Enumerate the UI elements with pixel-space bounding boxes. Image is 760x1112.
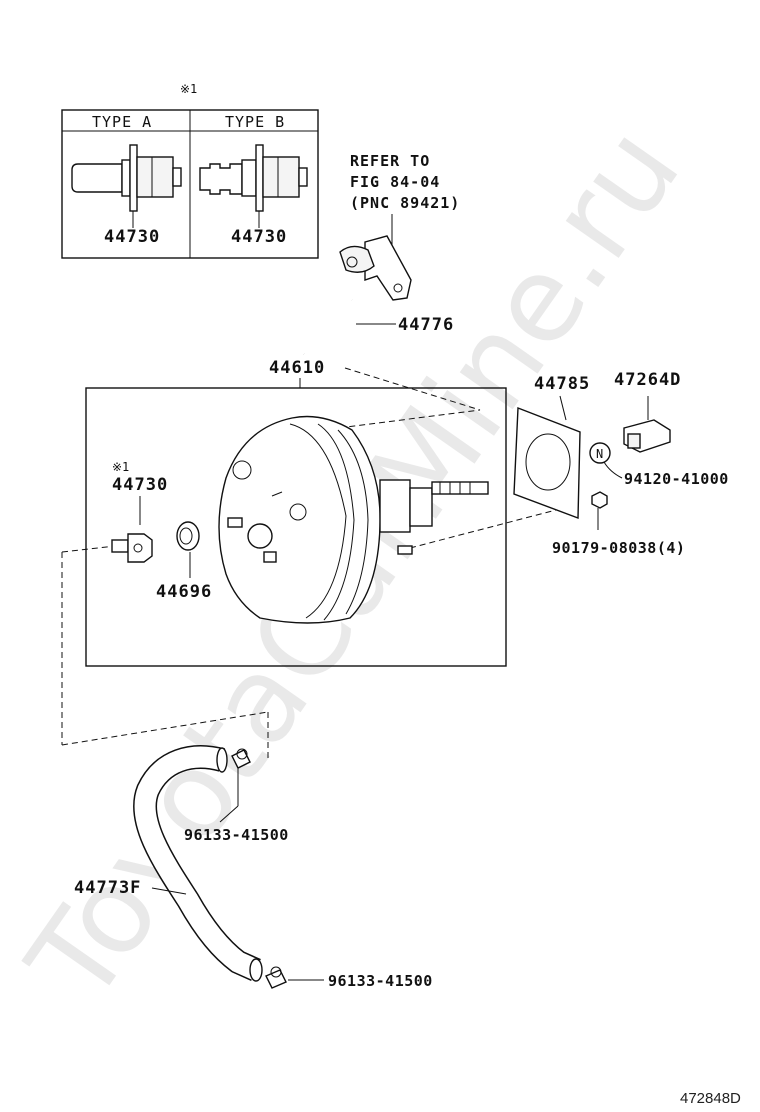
bracket-part-number: 47264D [614, 370, 681, 390]
type-table: ※1 TYPE A TYPE B 44730 44730 [61, 82, 319, 259]
type-a-part-number: 44730 [104, 227, 160, 247]
type-a-label: TYPE A [92, 113, 152, 131]
grommet-part-number: 44696 [156, 582, 212, 602]
gasket [513, 395, 581, 520]
booster-assembly-frame [85, 387, 507, 667]
nut-small [591, 491, 608, 530]
check-valve [111, 533, 153, 563]
reference-line-3: (PNC 89421) [350, 194, 460, 212]
vacuum-hose-lower [133, 745, 263, 982]
assembly-guide-lines [61, 367, 557, 760]
clevis-bracket [623, 396, 671, 453]
check-valve-part-number: 44730 [112, 475, 168, 495]
clamp-lower-part-number: 96133-41500 [328, 972, 433, 990]
reference-note: REFER TO FIG 84-04 (PNC 89421) [350, 152, 460, 262]
hose-lower-part-number: 44773F [74, 878, 141, 898]
nut-n-part-number: 94120-41000 [624, 470, 729, 488]
check-valve-type-b [199, 144, 308, 228]
hose-clamp-lower [265, 966, 324, 989]
type-b-label: TYPE B [225, 113, 285, 131]
note-mark-valve: ※1 [112, 460, 129, 474]
nut-n-symbol: N [596, 447, 603, 461]
note-mark-table: ※1 [180, 82, 197, 96]
booster-part-number: 44610 [269, 358, 325, 378]
hose-upper-part-number: 44776 [398, 315, 454, 335]
type-b-part-number: 44730 [231, 227, 287, 247]
vacuum-fitting-bracket [339, 235, 412, 301]
nut-small-part-number: 90179-08038(4) [552, 539, 685, 557]
grommet [176, 521, 200, 578]
reference-line-1: REFER TO [350, 152, 430, 170]
gasket-part-number: 44785 [534, 374, 590, 394]
clamp-upper-part-number: 96133-41500 [184, 826, 289, 844]
check-valve-type-a [71, 144, 182, 228]
nut-n: N [589, 442, 623, 479]
figure-number: 472848D [680, 1090, 741, 1107]
hose-clamp-upper [219, 748, 251, 823]
reference-line-2: FIG 84-04 [350, 173, 440, 191]
vacuum-hose-upper [285, 299, 396, 357]
brake-booster [218, 415, 489, 624]
